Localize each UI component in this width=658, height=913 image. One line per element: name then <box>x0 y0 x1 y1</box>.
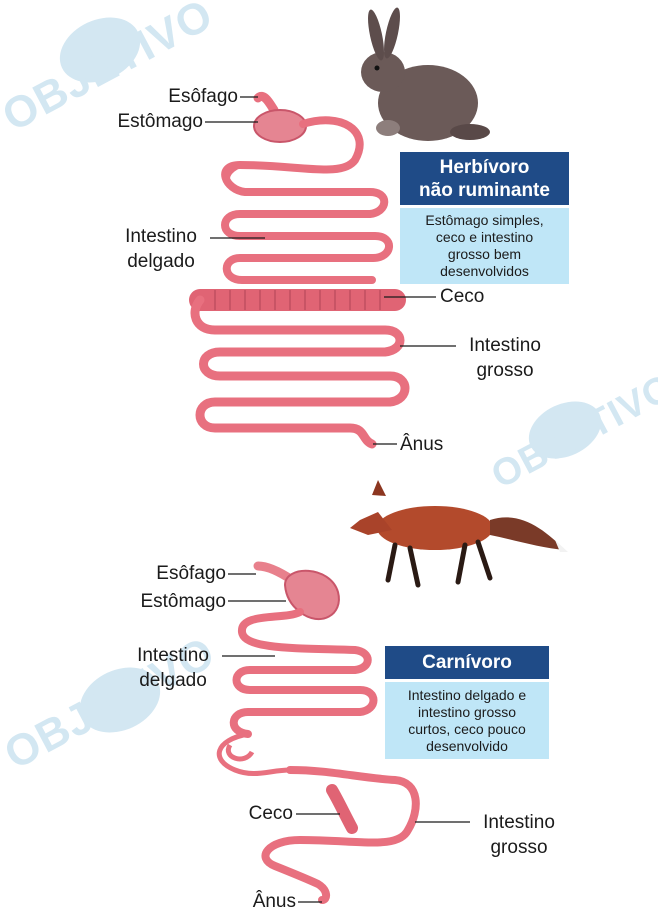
carnivore-cecum <box>332 790 352 828</box>
herbivore-desc-line: desenvolvidos <box>400 263 569 280</box>
carnivore-label-anus: Ânus <box>220 891 296 913</box>
carnivore-label-estomago: Estômago <box>100 591 226 613</box>
carnivore-title: Carnívoro <box>385 651 549 674</box>
herbivore-box-title: Herbívoro não ruminante <box>400 152 569 205</box>
carnivore-box-title: Carnívoro <box>385 646 549 679</box>
herbivore-box-description: Estômago simples, ceco e intestino gross… <box>400 208 569 284</box>
carnivore-large-intestine <box>265 770 415 900</box>
carnivore-box-description: Intestino delgado e intestino grosso cur… <box>385 682 549 759</box>
herbivore-esophagus <box>258 96 274 110</box>
herbivore-small-intestine <box>225 120 389 280</box>
herbivore-large-intestine <box>195 300 405 444</box>
carnivore-label-ceco: Ceco <box>220 803 293 825</box>
carnivore-desc-line: desenvolvido <box>385 738 549 755</box>
herbivore-label-anus: Ânus <box>400 434 443 456</box>
herbivore-title-line1: Herbívoro <box>400 156 569 179</box>
herbivore-label-ceco: Ceco <box>440 286 484 308</box>
carnivore-small-intestine <box>234 612 374 734</box>
herbivore-label-intestino-grosso-1: Intestino <box>455 335 555 357</box>
herbivore-stomach <box>254 110 306 142</box>
carnivore-label-intestino-grosso-2: grosso <box>470 837 568 859</box>
herbivore-cecum <box>200 290 395 310</box>
carnivore-desc-line: curtos, ceco pouco <box>385 721 549 738</box>
carnivore-desc-line: Intestino delgado e <box>385 687 549 704</box>
carnivore-desc-line: intestino grosso <box>385 704 549 721</box>
rabbit-illustration <box>361 6 490 141</box>
herbivore-desc-line: Estômago simples, <box>400 212 569 229</box>
carnivore-intestine-loop <box>219 734 290 774</box>
herbivore-label-intestino-delgado-1: Intestino <box>112 226 210 248</box>
herbivore-label-intestino-grosso-2: grosso <box>455 360 555 382</box>
herbivore-desc-line: ceco e intestino <box>400 229 569 246</box>
carnivore-label-esofago: Esôfago <box>100 563 226 585</box>
herbivore-desc-line: grosso bem <box>400 246 569 263</box>
herbivore-title-line2: não ruminante <box>400 179 569 202</box>
carnivore-label-intestino-delgado-2: delgado <box>125 670 221 692</box>
fox-illustration <box>350 480 568 585</box>
herbivore-label-intestino-delgado-2: delgado <box>112 251 210 273</box>
carnivore-label-intestino-grosso-1: Intestino <box>470 812 568 834</box>
herbivore-label-esofago: Esôfago <box>120 86 238 108</box>
carnivore-label-intestino-delgado-1: Intestino <box>125 645 221 667</box>
herbivore-label-estomago: Estômago <box>80 111 203 133</box>
